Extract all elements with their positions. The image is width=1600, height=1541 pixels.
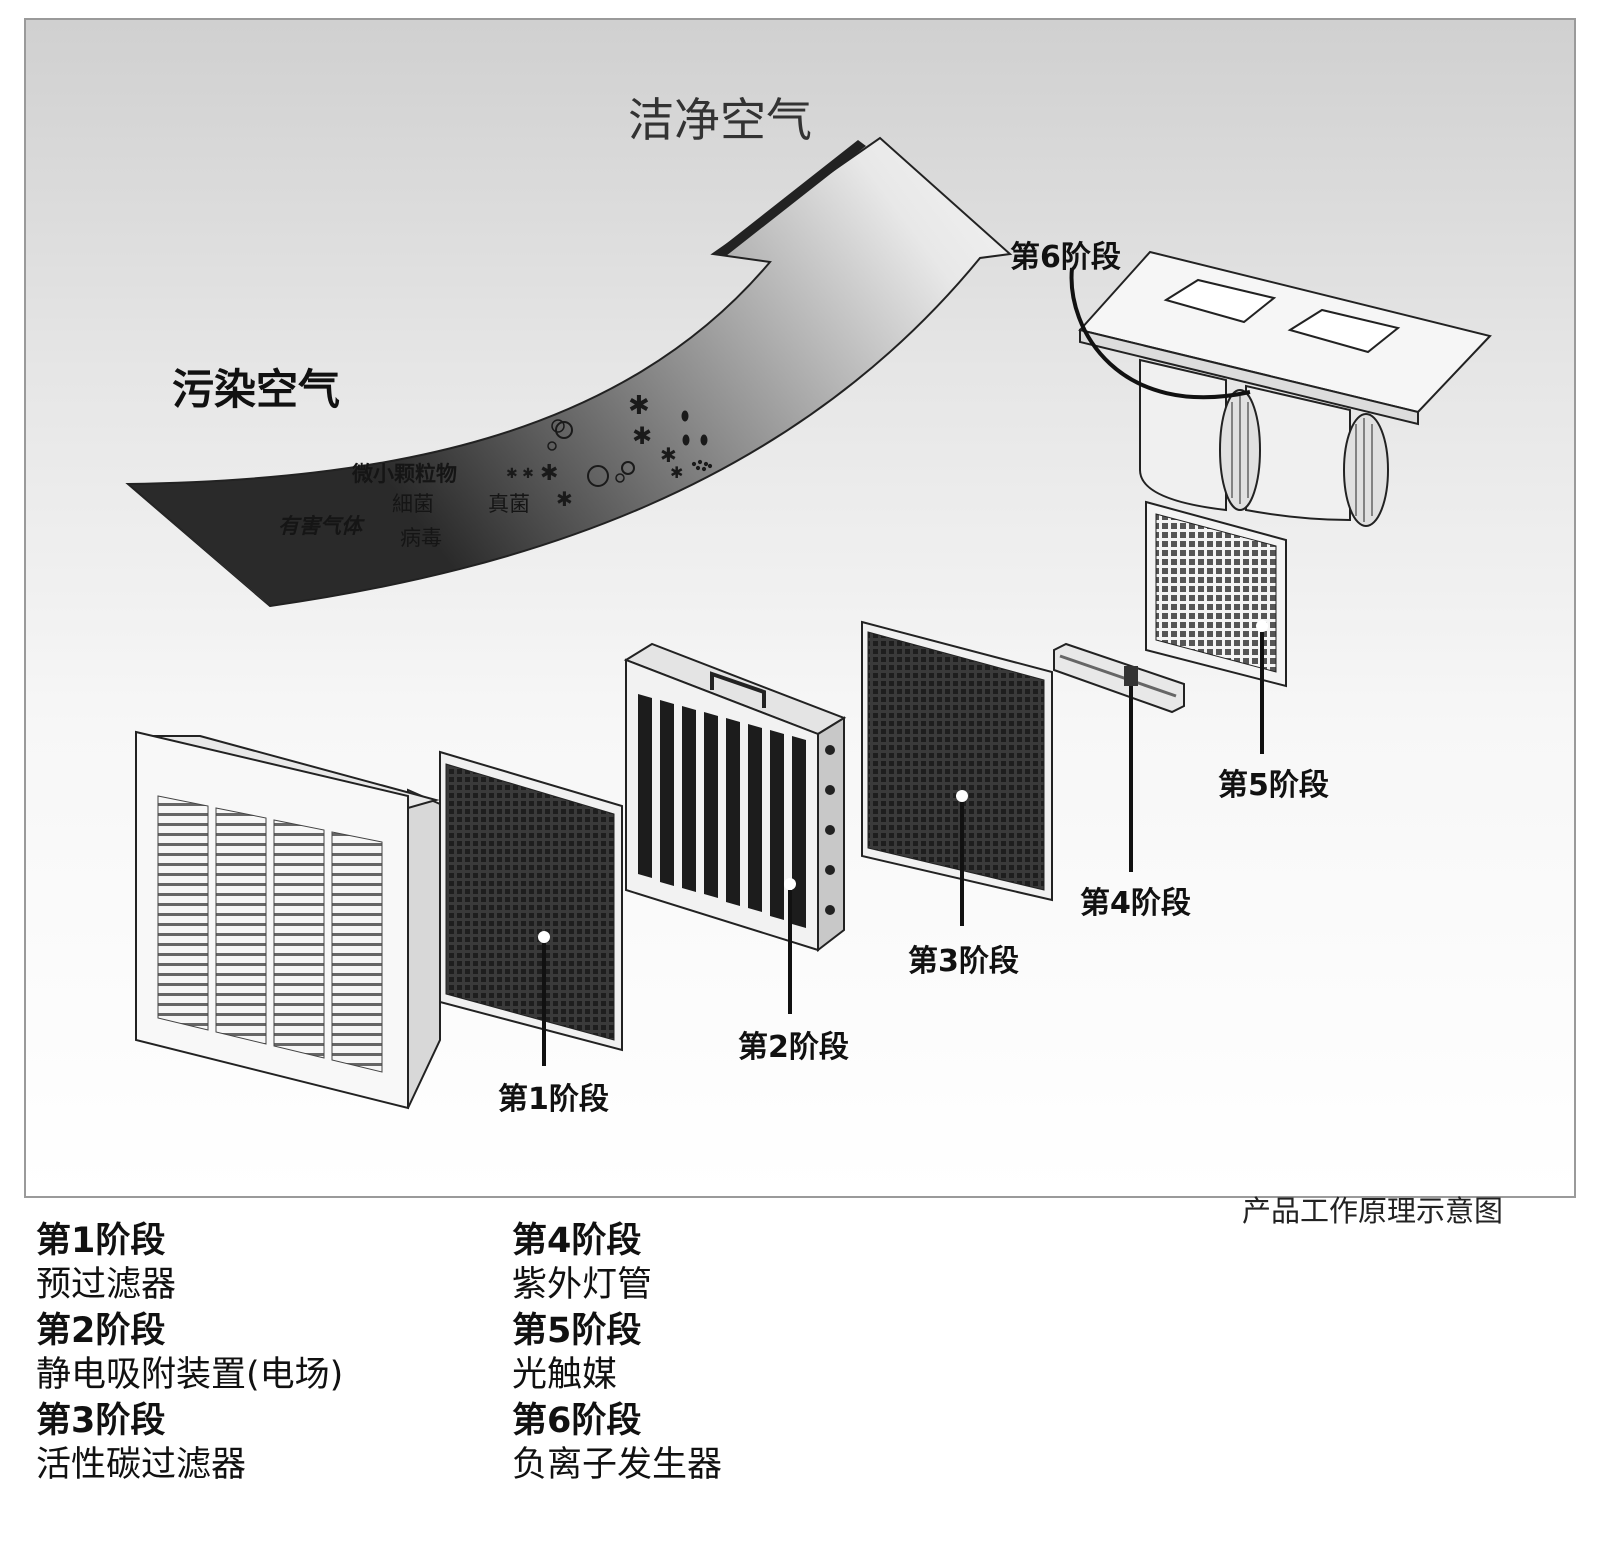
svg-text:✱: ✱ bbox=[670, 463, 683, 482]
stage2-label: 第2阶段 bbox=[738, 1030, 849, 1065]
legend-stage3-heading: 第3阶段 bbox=[36, 1401, 166, 1441]
pollutant-bacteria-label: 細菌 bbox=[392, 492, 434, 516]
dirty-air-label: 污染空气 bbox=[172, 365, 341, 414]
diagram-caption: 产品工作原理示意图 bbox=[1242, 1194, 1504, 1228]
legend-stage4-desc: 紫外灯管 bbox=[512, 1265, 653, 1305]
carbon-filter bbox=[861, 620, 1053, 926]
legend-stage5-heading: 第5阶段 bbox=[512, 1311, 642, 1351]
pollutant-gas-label: 有害气体 bbox=[278, 514, 362, 538]
stage6-label: 第6阶段 bbox=[1010, 240, 1121, 275]
legend-stage1-desc: 预过滤器 bbox=[36, 1265, 177, 1305]
electrostatic-cell bbox=[623, 642, 847, 1014]
uv-lamp bbox=[1053, 642, 1185, 872]
svg-text:✱: ✱ bbox=[540, 461, 558, 486]
svg-text:✱ ✱: ✱ ✱ bbox=[506, 466, 534, 482]
legend-stage4-heading: 第4阶段 bbox=[512, 1221, 642, 1261]
legend-stage6-heading: 第6阶段 bbox=[512, 1401, 642, 1441]
photocatalyst-panel bbox=[1145, 500, 1287, 754]
svg-text:✱: ✱ bbox=[632, 422, 652, 450]
clean-air-label: 洁净空气 bbox=[628, 93, 812, 147]
pollutant-mold-label: 真菌 bbox=[488, 492, 530, 516]
legend-stage5-desc: 光触媒 bbox=[512, 1355, 618, 1395]
legend-stage1-heading: 第1阶段 bbox=[36, 1221, 166, 1261]
stage3-label: 第3阶段 bbox=[908, 944, 1019, 979]
legend-stage3-desc: 活性碳过滤器 bbox=[36, 1445, 247, 1485]
pollutant-virus-label: 病毒 bbox=[400, 526, 442, 550]
airflow-arrow: ✱ ✱ ✱ ✱ ✱ ✱ ✱ ✱ bbox=[125, 136, 1013, 608]
legend-stage2-desc: 静电吸附装置(电场) bbox=[36, 1355, 344, 1395]
stage4-label: 第4阶段 bbox=[1080, 886, 1191, 921]
legend-stage2-heading: 第2阶段 bbox=[36, 1311, 166, 1351]
grille-panel bbox=[135, 730, 441, 1110]
legend-stage6-desc: 负离子发生器 bbox=[512, 1445, 723, 1485]
pre-filter bbox=[439, 750, 623, 1066]
stage5-label: 第5阶段 bbox=[1218, 768, 1329, 803]
svg-text:✱: ✱ bbox=[628, 391, 650, 421]
svg-text:✱: ✱ bbox=[660, 443, 677, 467]
pollutant-particles-label: 微小颗粒物 bbox=[352, 462, 457, 486]
svg-text:✱: ✱ bbox=[556, 487, 573, 511]
blower-unit bbox=[1069, 250, 1492, 527]
pollutant-icons: ✱ ✱ ✱ ✱ ✱ ✱ ✱ ✱ bbox=[506, 391, 713, 511]
stage1-label: 第1阶段 bbox=[498, 1082, 609, 1117]
